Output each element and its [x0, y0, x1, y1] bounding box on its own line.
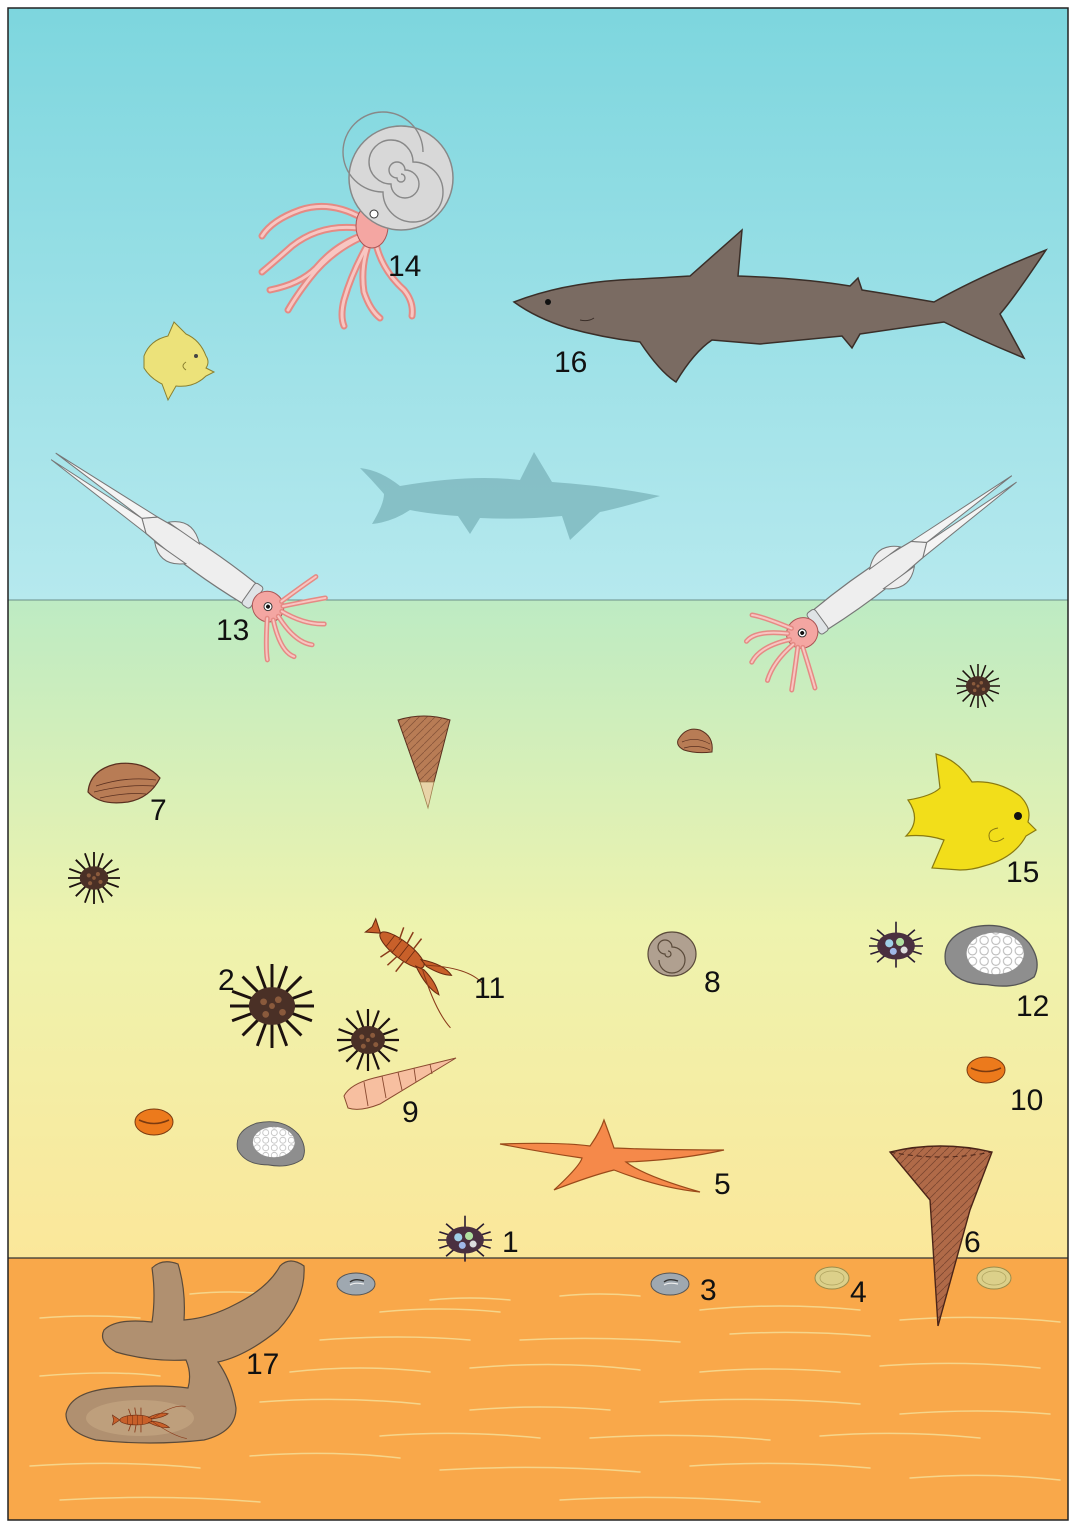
pebble-right [651, 1273, 689, 1295]
cowrie-left [135, 1109, 173, 1135]
label-4: 4 [850, 1276, 867, 1309]
label-10: 10 [1010, 1084, 1043, 1117]
label-6: 6 [964, 1226, 981, 1259]
disc-fossil-right [977, 1267, 1011, 1289]
label-9: 9 [402, 1096, 419, 1129]
label-14: 14 [388, 250, 421, 283]
label-15: 15 [1006, 856, 1039, 889]
label-3: 3 [700, 1274, 717, 1307]
disc-fossil-left [815, 1267, 849, 1289]
label-17: 17 [246, 1348, 279, 1381]
label-5: 5 [714, 1168, 731, 1201]
label-1: 1 [502, 1226, 519, 1259]
label-13: 13 [216, 614, 249, 647]
label-8: 8 [704, 966, 721, 999]
label-7: 7 [150, 794, 167, 827]
cowrie-right [967, 1057, 1005, 1083]
label-16: 16 [554, 346, 587, 379]
label-2: 2 [218, 964, 235, 997]
label-11: 11 [474, 972, 505, 1005]
gastropod-snail [648, 932, 696, 976]
pebble-left [337, 1273, 375, 1295]
label-12: 12 [1016, 990, 1049, 1023]
